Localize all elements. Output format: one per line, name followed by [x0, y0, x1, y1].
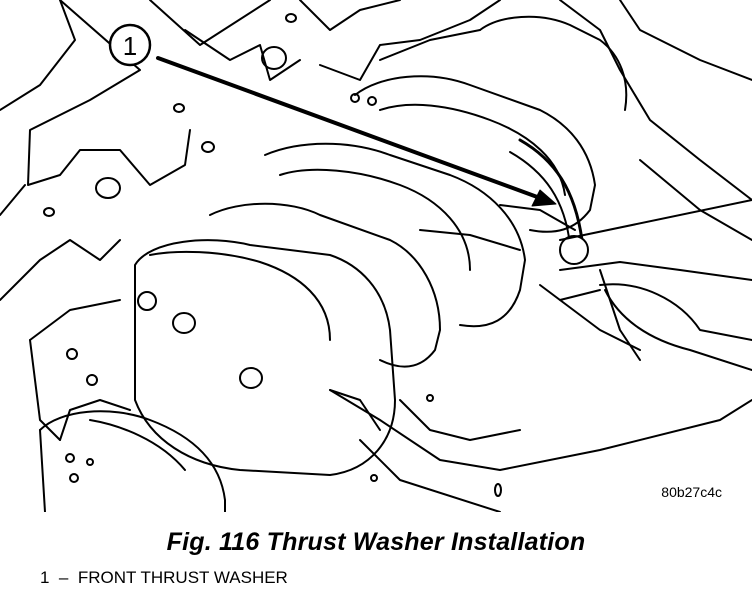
- legend-item: 1 – FRONT THRUST WASHER: [40, 568, 288, 588]
- drawing-code: 80b27c4c: [661, 484, 722, 500]
- callout-leader-arrow: [156, 56, 557, 207]
- legend-text: FRONT THRUST WASHER: [77, 568, 288, 587]
- hand: [539, 199, 752, 371]
- crankshaft-illustration: 1: [0, 0, 752, 512]
- bolt-holes: [43, 13, 502, 497]
- legend-separator: –: [58, 568, 69, 587]
- callout-number: 1: [123, 31, 137, 61]
- legend-number: 1: [40, 568, 50, 587]
- thrust-washer: [509, 138, 589, 265]
- engine-block: [0, 0, 752, 512]
- callout-1: 1: [108, 23, 152, 67]
- crankshaft: [39, 15, 628, 512]
- figure-caption: Fig. 116 Thrust Washer Installation: [166, 528, 586, 556]
